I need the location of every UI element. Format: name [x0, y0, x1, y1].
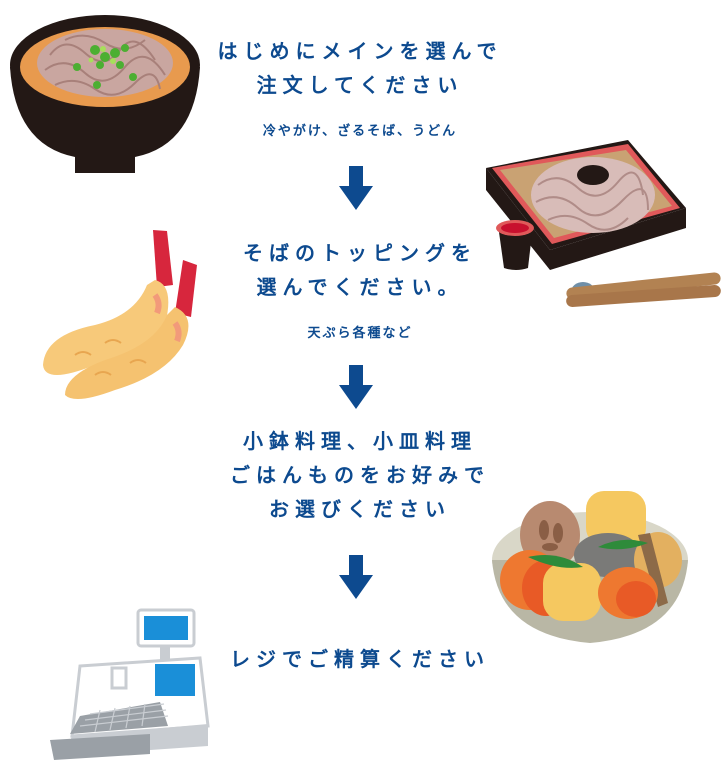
arrow-down-icon [339, 166, 373, 210]
step-3-title-line-2: ごはんものをお好みで [230, 463, 490, 487]
step-3-title: 小鉢料理、小皿料理 ごはんものをお好みで お選びください [180, 424, 540, 526]
step-2-title-line-2: 選んでください。 [256, 275, 464, 299]
step-4-title-line-1: レジでご精算ください [230, 647, 490, 671]
arrow-down-icon [339, 365, 373, 409]
cash-register-illustration [50, 608, 210, 760]
step-4-title: レジでご精算ください [180, 642, 540, 676]
arrow-down-icon [339, 555, 373, 599]
step-2-subtitle: 天ぷら各種など [307, 326, 413, 341]
nimono-bowl-illustration [492, 491, 688, 643]
shrimp-tempura-illustration [43, 230, 197, 399]
step-2-title-line-1: そばのトッピングを [243, 241, 477, 265]
step-3-title-line-1: 小鉢料理、小皿料理 [243, 429, 477, 453]
step-3-title-line-3: お選びください [269, 497, 451, 521]
step-1-subtitle: 冷やがけ、ざるそば、うどん [262, 124, 458, 139]
soba-bowl-illustration [10, 15, 200, 173]
step-2-title: そばのトッピングを 選んでください。 [180, 236, 540, 304]
step-1-title: はじめにメインを選んで 注文してください [180, 34, 540, 102]
step-1-title-line-2: 注文してください [256, 73, 464, 97]
step-1-title-line-1: はじめにメインを選んで [217, 39, 503, 63]
zaru-soba-illustration [486, 140, 721, 307]
